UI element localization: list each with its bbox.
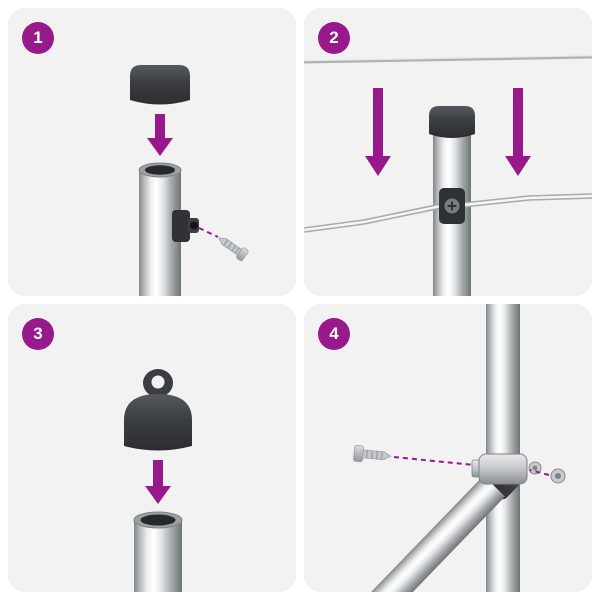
steel-post-icon <box>486 304 520 592</box>
step-4-number: 4 <box>329 324 339 343</box>
assembly-dashed-line-right <box>529 469 550 476</box>
steel-post-icon <box>133 511 183 592</box>
screw-icon <box>218 237 249 262</box>
step-2-illustration <box>304 55 592 296</box>
step-3-illustration <box>124 369 192 592</box>
step-panel-4: 4 <box>304 304 592 592</box>
screw-icon <box>353 445 392 463</box>
clothesline-wire-top-icon <box>304 55 592 64</box>
wire-clamp-icon <box>439 188 465 224</box>
post-cap-icon <box>429 106 475 138</box>
step-2-number: 2 <box>329 28 339 47</box>
step-1-number: 1 <box>33 28 43 47</box>
clothesline-wire-threaded-icon <box>304 193 592 233</box>
step-2-badge: 2 <box>318 22 350 54</box>
step-panel-2: 2 <box>304 8 592 296</box>
step-panel-3: 3 <box>8 304 296 592</box>
step-4-badge: 4 <box>318 318 350 350</box>
assembly-dashed-line <box>198 227 219 238</box>
down-arrow-left-icon <box>365 88 391 176</box>
step-1-badge: 1 <box>22 22 54 54</box>
post-cap-icon <box>130 65 190 105</box>
down-arrow-icon <box>147 114 173 156</box>
step-panel-1: 1 <box>8 8 296 296</box>
step-4-illustration <box>330 304 566 592</box>
step-1-illustration <box>130 65 249 296</box>
assembly-dashed-line-left <box>393 456 475 466</box>
eyelet-cap-icon <box>124 369 192 451</box>
bolt-icon <box>550 468 566 484</box>
step-3-badge: 3 <box>22 318 54 350</box>
step-3-number: 3 <box>33 324 43 343</box>
clamp-band-icon <box>471 453 542 485</box>
down-arrow-icon <box>145 460 171 504</box>
wire-clamp-icon <box>172 210 199 242</box>
down-arrow-right-icon <box>505 88 531 176</box>
